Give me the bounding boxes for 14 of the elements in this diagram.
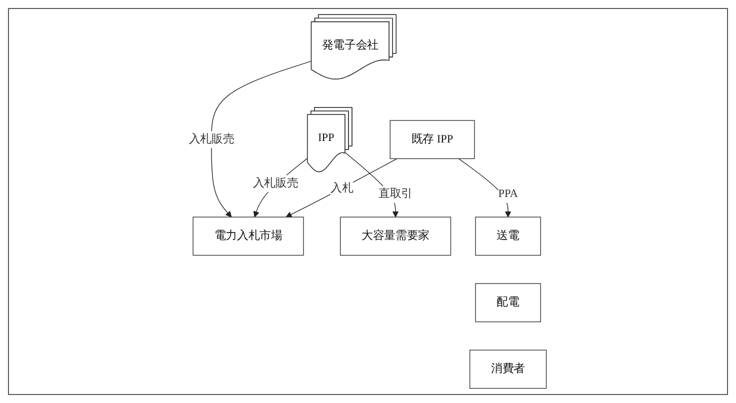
edge-label: 入札販売 xyxy=(253,177,299,190)
edge-label: PPA xyxy=(498,188,518,200)
arrow xyxy=(458,158,512,218)
node-box xyxy=(340,216,452,256)
node-box xyxy=(390,120,476,160)
node-box xyxy=(193,216,304,256)
edge-label: 入札販売 xyxy=(189,133,235,146)
node-box xyxy=(476,283,542,322)
diagram-frame: 入札販売 入札販売 入札 直取引 PPA 発電子会社 IPP 既存 IPP 電力入札市場 大容量需要家 送電 配電 消費者 xyxy=(8,8,728,395)
node-box xyxy=(470,350,548,389)
node-box xyxy=(476,216,542,256)
arrow xyxy=(286,158,398,218)
edge-label: 直取引 xyxy=(379,188,413,200)
edge-label: 入札 xyxy=(330,182,354,194)
